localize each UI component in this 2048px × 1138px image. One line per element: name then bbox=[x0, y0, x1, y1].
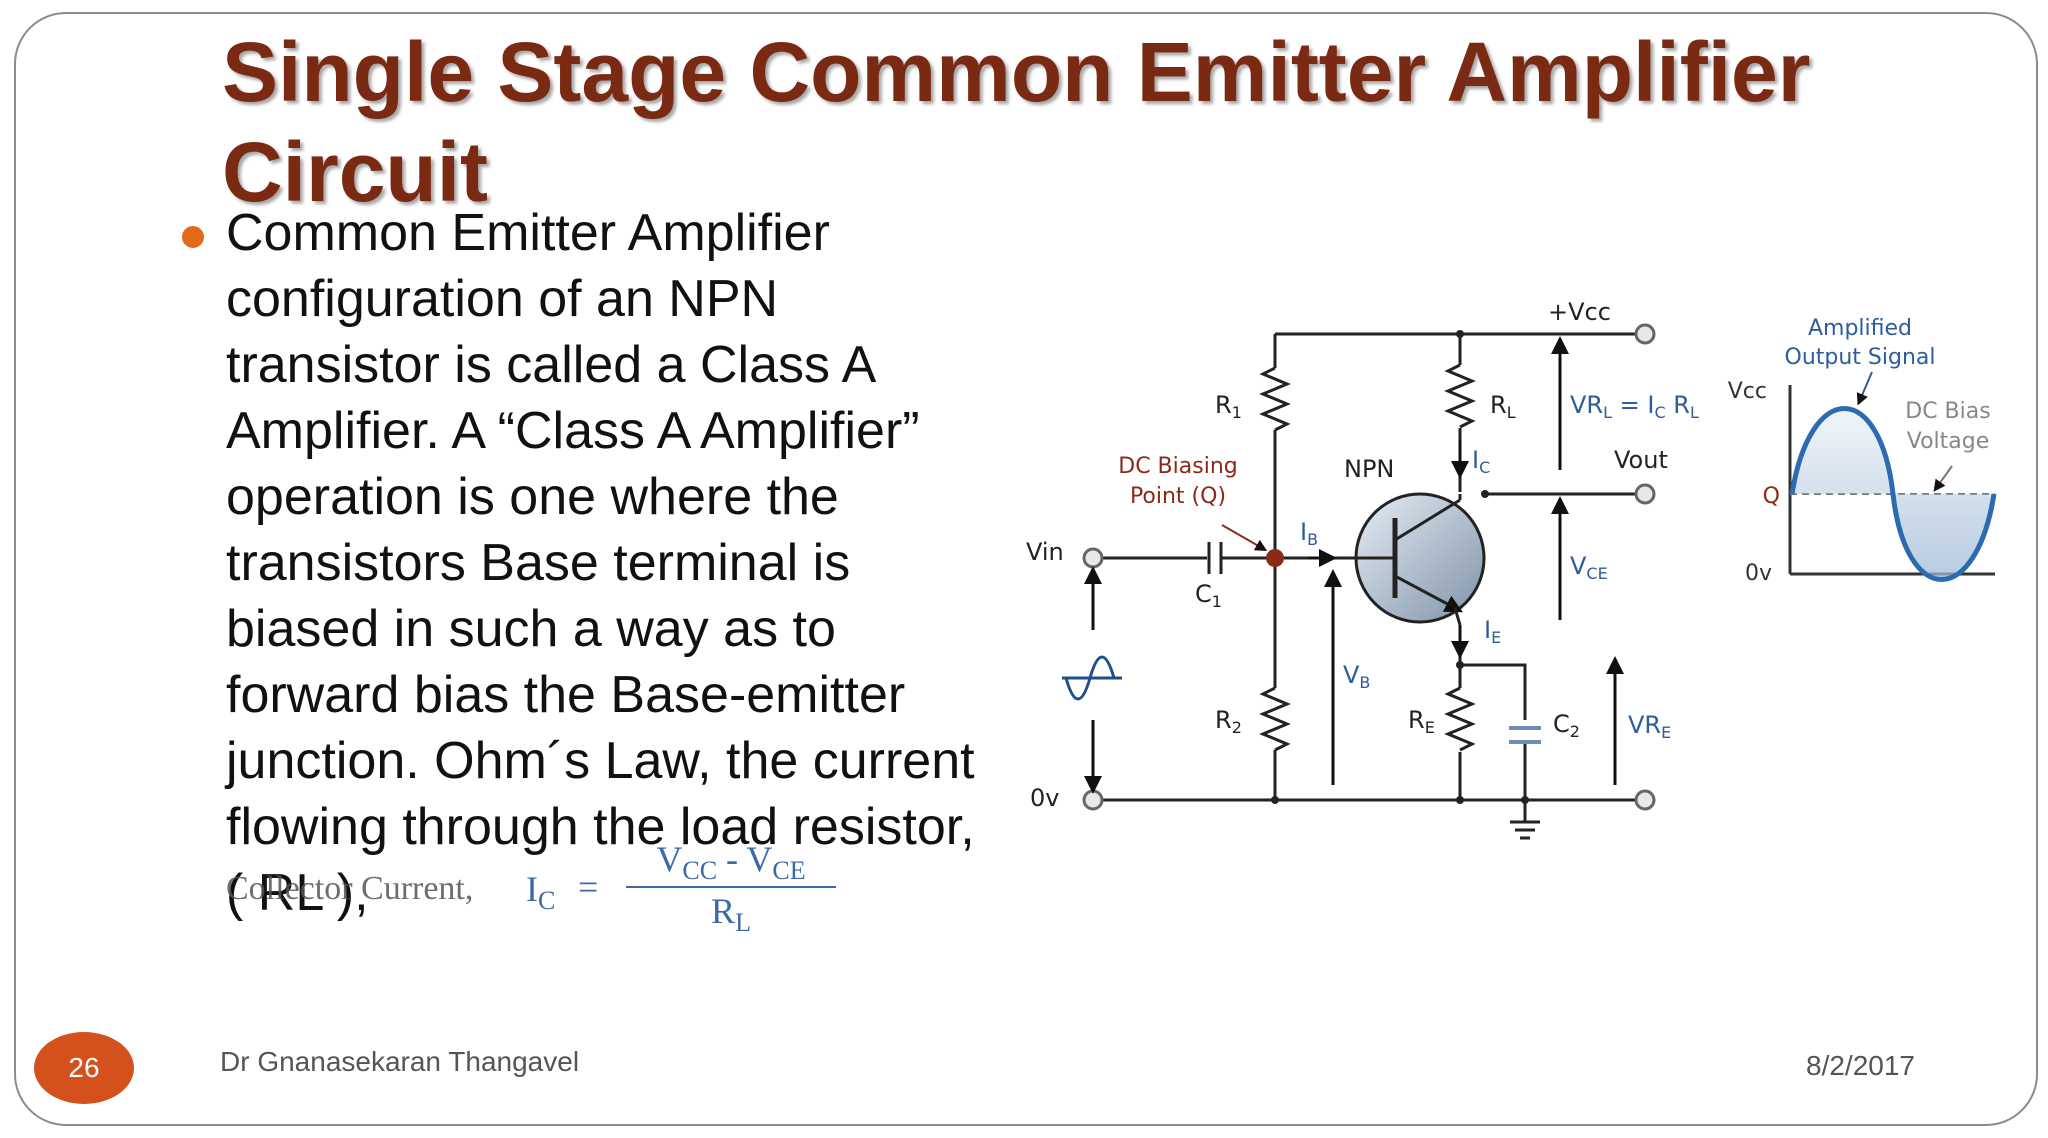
ic-label: IC bbox=[1472, 446, 1490, 477]
ground-symbol bbox=[1510, 820, 1540, 840]
output-label: Vout bbox=[1614, 446, 1668, 474]
wave-vcc-label: Vcc bbox=[1728, 379, 1767, 404]
formula-lhs: IC bbox=[526, 869, 556, 916]
formula-label: Collector Current, bbox=[226, 870, 474, 907]
r2-label: R2 bbox=[1215, 706, 1242, 737]
wave-q-label: Q bbox=[1763, 484, 1780, 509]
npn-transistor-symbol bbox=[1354, 492, 1486, 626]
ac-input-source-icon bbox=[1062, 655, 1122, 701]
wave-dc-bias-line2: Voltage bbox=[1907, 429, 1990, 454]
rl-label: RL bbox=[1490, 391, 1516, 422]
c2-label: C2 bbox=[1553, 710, 1580, 741]
signal-labels: IB IC IE VB VCE VRL = IC RL VRE bbox=[1300, 391, 1699, 742]
vce-label: VCE bbox=[1570, 552, 1608, 583]
wave-dc-bias-line1: DC Bias bbox=[1905, 399, 1990, 424]
vre-label: VRE bbox=[1628, 711, 1671, 742]
bias-point-annotation: DC Biasing Point (Q) bbox=[1118, 454, 1237, 509]
c1-label: C1 bbox=[1195, 580, 1222, 611]
slide-frame bbox=[14, 12, 2038, 1126]
formula-denominator: RL bbox=[711, 891, 751, 938]
formula-fraction-bar bbox=[626, 886, 836, 888]
bias-label-line1: DC Biasing bbox=[1118, 454, 1237, 479]
r1-label: R1 bbox=[1215, 391, 1242, 422]
input-label: Vin bbox=[1026, 538, 1064, 566]
wave-title-line1: Amplified bbox=[1808, 316, 1912, 341]
current-and-voltage-arrows bbox=[1084, 336, 1624, 794]
bullet-icon bbox=[182, 226, 204, 248]
terminal-nodes bbox=[1082, 323, 1656, 811]
circuit-labels: +Vcc Vin 0v Vout NPN R1 RL R2 RE C1 C2 bbox=[1026, 298, 1668, 812]
common-emitter-circuit-diagram: +Vcc Vin 0v Vout NPN R1 RL R2 RE C1 C2 I… bbox=[1026, 298, 1997, 840]
page-number-badge: 26 bbox=[34, 1032, 134, 1104]
junction-dots bbox=[1271, 330, 1529, 804]
wave-0v-label: 0v bbox=[1745, 561, 1772, 586]
footer-date: 8/2/2017 bbox=[1806, 1050, 1915, 1081]
capacitor-c1-symbol bbox=[1207, 542, 1223, 574]
bias-label-line2: Point (Q) bbox=[1130, 484, 1226, 509]
collector-current-formula: Collector Current, IC = VCC - VCE RL bbox=[226, 838, 836, 938]
resistor-symbols bbox=[1259, 363, 1476, 752]
re-label: RE bbox=[1408, 706, 1435, 737]
capacitor-c2-symbol bbox=[1509, 726, 1541, 744]
supply-label: +Vcc bbox=[1548, 298, 1611, 326]
transistor-label: NPN bbox=[1344, 455, 1394, 483]
formula-numerator: VCC - VCE bbox=[656, 839, 806, 886]
dc-biasing-point-marker bbox=[1266, 549, 1284, 567]
footer-author: Dr Gnanasekaran Thangavel bbox=[220, 1046, 580, 1077]
bias-pointer-arrow bbox=[1221, 524, 1268, 551]
vb-label: VB bbox=[1343, 661, 1370, 692]
wave-title-line2: Output Signal bbox=[1785, 345, 1936, 370]
formula-equals: = bbox=[578, 867, 599, 907]
bullet-text: Common Emitter Amplifier configuration o… bbox=[226, 204, 975, 922]
circuit-wires bbox=[1093, 332, 1645, 822]
ib-label: IB bbox=[1300, 518, 1318, 549]
vrl-equation: VRL = IC RL bbox=[1570, 391, 1699, 422]
ground-label: 0v bbox=[1030, 784, 1059, 812]
ie-label: IE bbox=[1484, 616, 1501, 647]
output-waveform-inset: Amplified Output Signal Vcc Q 0v DC Bias… bbox=[1728, 316, 1997, 586]
slide-title: Single Stage Common Emitter Amplifier Ci… bbox=[222, 25, 1811, 219]
